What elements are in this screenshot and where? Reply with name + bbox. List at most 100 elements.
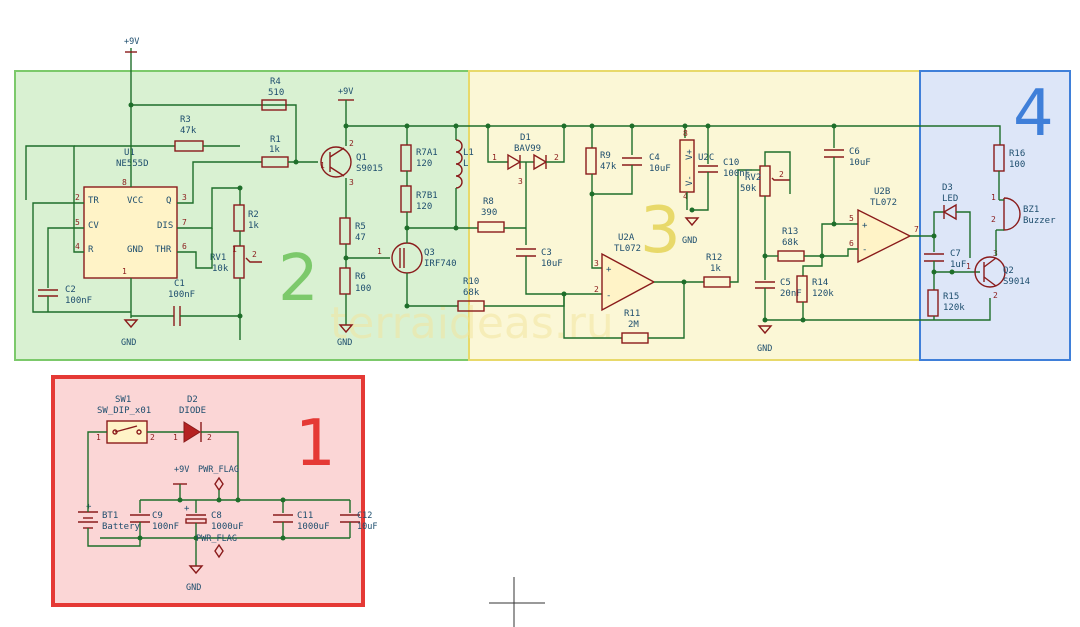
- u1-pin-tr-num: 2: [75, 193, 80, 202]
- r10-value: 68k: [463, 288, 480, 298]
- u2b-pin5: 5: [849, 214, 854, 223]
- diode-d1b: [533, 153, 548, 171]
- block-3-region: [468, 70, 921, 361]
- r5-value: 47: [355, 233, 366, 243]
- c9-value: 100nF: [152, 522, 179, 532]
- rv1-pin2: 2: [252, 250, 257, 259]
- c7-value: 1uF: [950, 260, 966, 270]
- u1-pin-dis-label: DIS: [157, 221, 173, 231]
- d3-ref: D3: [942, 183, 953, 193]
- bt1-ref: BT1: [102, 511, 118, 521]
- bz1-pin1: 1: [991, 193, 996, 202]
- r14-ref: R14: [812, 278, 828, 288]
- r6-value: 100: [355, 284, 371, 294]
- u1-pin-vcc-num: 8: [122, 178, 127, 187]
- pwr-flag-top: PWR_FLAG: [198, 465, 239, 475]
- r7a1-value: 120: [416, 159, 432, 169]
- r9-ref: R9: [600, 151, 611, 161]
- r2-ref: R2: [248, 210, 259, 220]
- resistor-r14: [796, 275, 808, 303]
- resistor-r9: [585, 147, 597, 175]
- r7a1-ref: R7A1: [416, 148, 438, 158]
- power-9v-top: +9V: [124, 37, 139, 47]
- u2c-pin4: 4: [683, 192, 688, 201]
- u2b-ref: U2B: [874, 187, 890, 197]
- r12-ref: R12: [706, 253, 722, 263]
- power-9v-batt: +9V: [174, 465, 189, 475]
- u1-pin-thr-label: THR: [155, 245, 172, 255]
- u1-pin-tr-label: TR: [88, 196, 99, 206]
- c3-ref: C3: [541, 248, 552, 258]
- c2-ref: C2: [65, 285, 76, 295]
- u2b-pin6: 6: [849, 239, 854, 248]
- c3-value: 10uF: [541, 259, 563, 269]
- c5-ref: C5: [780, 278, 791, 288]
- d2-ref: D2: [187, 395, 198, 405]
- d3-value: LED: [942, 194, 958, 204]
- c5-value: 20nF: [780, 289, 802, 299]
- block-4-region: [919, 70, 1071, 361]
- gnd-r6: GND: [337, 338, 352, 348]
- u2c-vplus: V+: [685, 149, 695, 160]
- c10-value: 100nF: [723, 169, 750, 179]
- r11-ref: R11: [624, 309, 640, 319]
- l1-ref: L1: [463, 148, 474, 158]
- sw1-value: SW_DIP_x01: [97, 406, 151, 416]
- potentiometer-rv1: [233, 245, 245, 279]
- sw1-pin1: 1: [96, 433, 101, 442]
- transistor-q1: [320, 146, 352, 178]
- d1-value: BAV99: [514, 144, 541, 154]
- q1-pin3: 3: [349, 178, 354, 187]
- u2a-pin2: 2: [594, 285, 599, 294]
- inductor-l1: [455, 139, 463, 189]
- bz1-pin2: 2: [991, 215, 996, 224]
- u2c-vminus: V-: [685, 175, 695, 186]
- q2-value: S9014: [1003, 277, 1030, 287]
- c12-ref-label: C12: [357, 511, 372, 521]
- r15-ref: R15: [943, 292, 959, 302]
- u1-ref: U1: [124, 148, 135, 158]
- r9-value: 47k: [600, 162, 617, 172]
- u2a-pin3: 3: [594, 259, 599, 268]
- block-1-region: [51, 375, 365, 607]
- transistor-q2: [974, 256, 1006, 288]
- diode-d1a: [507, 153, 522, 171]
- r7b1-value: 120: [416, 202, 432, 212]
- block-3-circuit: D1 BAV99 1 2 3 C3 10uF R9 47k C4 10uF U2…: [485, 123, 991, 354]
- d2-value: DIODE: [179, 406, 206, 416]
- q1-value: S9015: [356, 164, 383, 174]
- u1-pin-gnd-label: GND: [127, 245, 143, 255]
- bt1-plus: +: [86, 502, 92, 512]
- u1-pin-thr-num: 6: [182, 242, 187, 251]
- u1-pin-dis-num: 7: [182, 218, 187, 227]
- u1-value: NE555D: [116, 159, 149, 169]
- u1-pin-r-num: 4: [75, 242, 80, 251]
- u2a-minus: -: [606, 291, 611, 301]
- c9-ref: C9: [152, 511, 163, 521]
- c12-value: 10uF: [357, 522, 377, 532]
- u2c-ref: U2C: [698, 153, 714, 163]
- u1-pin-gnd-num: 1: [122, 267, 127, 276]
- resistor-r7a1: [400, 144, 412, 172]
- r8-ref: R8: [483, 197, 494, 207]
- c1-value: 100nF: [168, 290, 195, 300]
- rv1-pin1: 1: [232, 245, 237, 254]
- d1-pin1: 1: [492, 153, 497, 162]
- gnd-c5: GND: [757, 344, 772, 354]
- r3-ref: R3: [180, 115, 191, 125]
- q3-ref: Q3: [424, 248, 435, 258]
- gnd-batt: GND: [186, 583, 201, 593]
- gnd-u1: GND: [121, 338, 136, 348]
- u1-pin-r-label: R: [88, 245, 94, 255]
- gnd-u2c: GND: [682, 236, 697, 246]
- q1-pin2: 2: [349, 139, 354, 148]
- bt1-value: Battery: [102, 522, 141, 532]
- power-9v-q1: +9V: [338, 87, 353, 97]
- resistor-r6: [339, 267, 351, 295]
- block-1-number: 1: [295, 407, 336, 481]
- c6-value: 10uF: [849, 158, 871, 168]
- resistor-r7b1: [400, 185, 412, 213]
- q2-pin1: 1: [966, 262, 971, 271]
- c8-plus: +: [184, 504, 190, 514]
